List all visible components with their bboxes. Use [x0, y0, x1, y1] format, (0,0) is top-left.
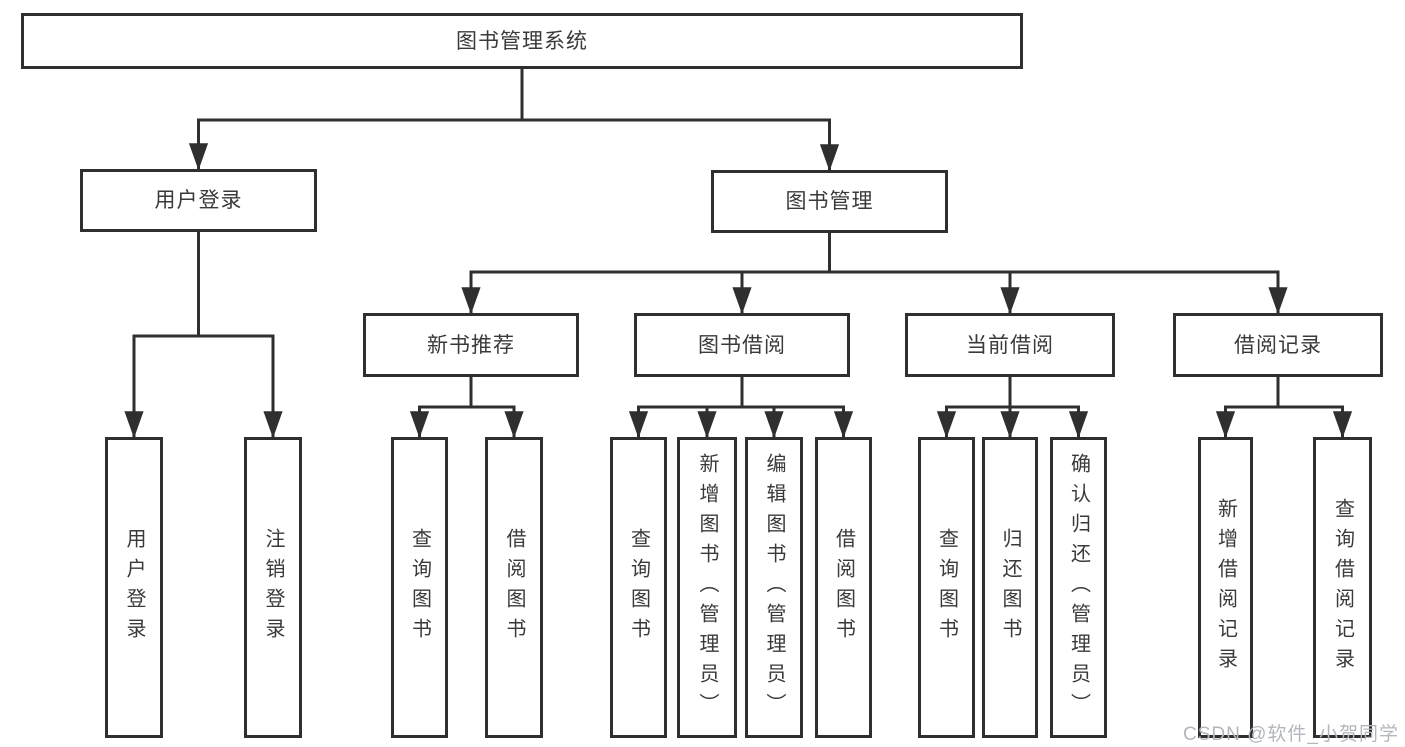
- node-label: 借阅记录: [1234, 333, 1322, 357]
- node-label: 查询图书: [935, 527, 958, 648]
- node-label: 归还图书: [999, 527, 1021, 648]
- node-label: 借阅图书: [832, 527, 855, 648]
- node-borrowing-records: 借阅记录: [1173, 313, 1383, 377]
- node-book-borrowing: 图书借阅: [634, 313, 850, 377]
- node-logout: 注销登录: [244, 437, 302, 738]
- node-borrow-books-borrowing: 借阅图书: [815, 437, 872, 738]
- node-label: 图书管理: [785, 190, 874, 213]
- node-label: 查询图书: [408, 527, 431, 648]
- node-user-login-leaf: 用户登录: [105, 437, 163, 738]
- node-label: 当前借阅: [966, 333, 1054, 357]
- node-label: 新增借阅记录: [1214, 497, 1237, 678]
- node-current-borrowing: 当前借阅: [905, 313, 1115, 377]
- node-user-login: 用户登录: [80, 169, 317, 232]
- node-label: 图书管理系统: [456, 29, 588, 53]
- node-label: 用户登录: [154, 189, 243, 212]
- node-add-books-admin: 新增图书（管理员）: [677, 437, 737, 738]
- node-book-management: 图书管理: [711, 170, 948, 233]
- node-label: 新增图书（管理员）: [696, 452, 718, 723]
- node-query-borrow-record: 查询借阅记录: [1313, 437, 1372, 738]
- node-label: 借阅图书: [503, 527, 525, 648]
- node-label: 图书借阅: [698, 333, 786, 357]
- node-edit-books-admin: 编辑图书（管理员）: [745, 437, 803, 738]
- node-label: 注销登录: [262, 527, 284, 648]
- node-label: 编辑图书（管理员）: [763, 452, 785, 723]
- node-label: 新书推荐: [427, 333, 515, 357]
- node-query-books-current: 查询图书: [918, 437, 975, 738]
- node-new-book-recommendation: 新书推荐: [363, 313, 579, 377]
- node-confirm-return-admin: 确认归还（管理员）: [1050, 437, 1107, 738]
- node-library-management-system: 图书管理系统: [21, 13, 1023, 69]
- node-borrow-books-recommend: 借阅图书: [485, 437, 543, 738]
- node-add-borrow-record: 新增借阅记录: [1198, 437, 1253, 738]
- node-label: 确认归还（管理员）: [1067, 452, 1090, 723]
- node-query-books-recommend: 查询图书: [391, 437, 448, 738]
- node-label: 查询借阅记录: [1331, 497, 1354, 678]
- node-label: 用户登录: [123, 527, 145, 648]
- node-return-books: 归还图书: [982, 437, 1038, 738]
- node-query-books-borrowing: 查询图书: [610, 437, 667, 738]
- node-label: 查询图书: [627, 527, 650, 648]
- csdn-watermark: CSDN @软件_小贺同学: [1183, 724, 1399, 745]
